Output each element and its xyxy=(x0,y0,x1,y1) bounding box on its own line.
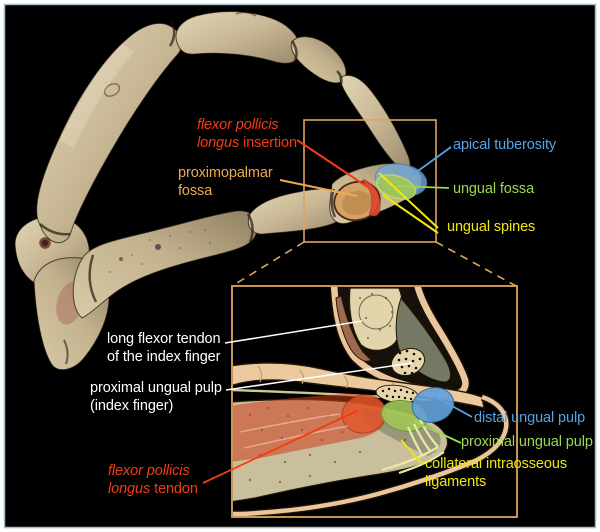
leader-proximopalmar-fossa xyxy=(279,179,358,197)
leader-long-flexor-tendon xyxy=(224,320,363,344)
inset-box xyxy=(231,285,518,518)
fossa-inner-shading xyxy=(342,190,372,216)
label-text: (index finger) xyxy=(90,398,174,414)
label-text: fossa xyxy=(178,183,213,199)
label-collateral-ligaments: collateral intraosseous ligaments xyxy=(425,455,567,491)
zoom-connector-right xyxy=(435,241,517,287)
label-ungual-fossa: ungual fossa xyxy=(453,180,534,198)
label-distal-ungual-pulp: distal ungual pulp xyxy=(474,409,585,427)
metacarpal-spot-2 xyxy=(119,257,123,261)
label-text: flexor pollicis xyxy=(197,117,279,133)
label-fpl-tendon: flexor pollicis longus tendon xyxy=(108,462,198,498)
metacarpal-highlight xyxy=(60,44,134,148)
leader-ungual-fossa xyxy=(396,185,450,189)
fpl-insertion-highlight xyxy=(362,178,381,217)
tendon-streaks xyxy=(239,413,349,449)
label-text: apical tuberosity xyxy=(453,137,557,153)
label-proximal-ungual-pulp-index: proximal ungual pulp (index finger) xyxy=(90,379,222,415)
index-pulp-stipple-dots xyxy=(397,349,422,375)
label-text: longus xyxy=(197,135,240,151)
label-text: distal ungual pulp xyxy=(474,410,586,426)
label-text: proximal ungual pulp xyxy=(461,434,593,450)
index-bone-speckles xyxy=(358,292,394,340)
zoom-connector-left xyxy=(231,241,305,287)
highlight-box xyxy=(303,119,437,243)
label-text: ungual fossa xyxy=(453,181,535,197)
label-proximal-ungual-pulp: proximal ungual pulp xyxy=(461,433,593,451)
leader-fpl-tendon xyxy=(202,410,358,484)
label-long-flexor-tendon: long flexor tendon of the index finger xyxy=(107,330,221,366)
leader-collateral-ligaments xyxy=(400,439,424,466)
label-text: of the index finger xyxy=(107,349,221,365)
leader-ungual-spine-2 xyxy=(382,194,439,234)
label-text: ligaments xyxy=(425,474,487,490)
phalanx-bump xyxy=(235,11,257,17)
distal-ungual-pulp-highlight xyxy=(411,387,455,423)
thumb-pulp-stipple-dots xyxy=(381,387,415,401)
label-text: long flexor tendon xyxy=(107,331,221,347)
thumb-tip-skin-band xyxy=(233,394,509,516)
index-flexor-tendon xyxy=(335,295,372,362)
label-text: insertion xyxy=(239,135,297,151)
leader-distal-ungual-pulp xyxy=(433,395,473,418)
thumb-tip-section xyxy=(233,362,511,516)
leader-proximal-pulp-index xyxy=(225,362,413,391)
label-text: flexor pollicis xyxy=(108,463,190,479)
label-text: tendon xyxy=(150,481,198,497)
leader-apical-tuberosity xyxy=(410,146,452,177)
label-text: collateral intraosseous xyxy=(425,456,567,472)
label-fpl-insertion: flexor pollicis longus insertion xyxy=(197,116,297,152)
index-distal-phalanx-bone xyxy=(339,74,411,171)
leader-ungual-spine-1 xyxy=(378,172,439,229)
label-apical-tuberosity: apical tuberosity xyxy=(453,136,556,154)
leader-proximal-ungual-pulp xyxy=(413,420,462,444)
label-text: ungual spines xyxy=(447,219,536,235)
leader-lines xyxy=(202,139,473,484)
label-proximopalmar-fossa: proximopalmar fossa xyxy=(178,164,273,200)
trapezium-crease xyxy=(63,339,69,365)
scaphoid-foramen-spot xyxy=(39,237,51,249)
bone-speckles xyxy=(109,229,211,273)
leader-fpl-insertion xyxy=(296,139,370,189)
skeleton-photo xyxy=(14,11,428,371)
label-text: proximal ungual pulp xyxy=(90,380,222,396)
metacarpal-ring-mark xyxy=(103,83,121,97)
inset-section-drawing xyxy=(233,287,511,516)
metacarpal-spot xyxy=(155,244,161,250)
label-text: longus xyxy=(108,481,151,497)
label-ungual-spines: ungual spines xyxy=(447,218,535,236)
label-text: proximopalmar xyxy=(178,165,273,181)
